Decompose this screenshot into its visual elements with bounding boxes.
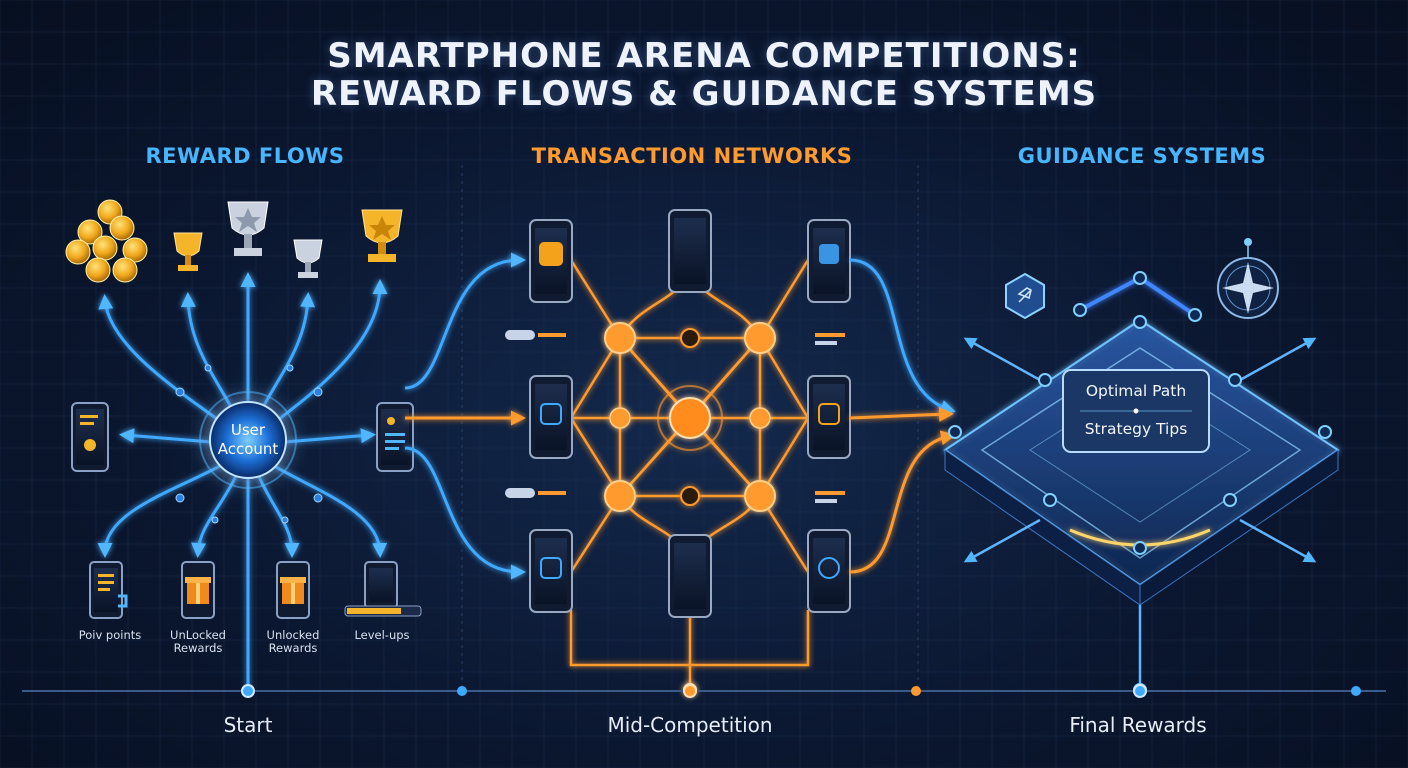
gold-star-trophy-icon bbox=[361, 209, 403, 262]
gift-phone-icon-2 bbox=[276, 561, 310, 619]
reward-item-unlocked-1-line-2: Rewards bbox=[173, 641, 223, 655]
guidance-strategy-tips: Strategy Tips bbox=[1084, 420, 1188, 438]
hub-label-line-2: Account bbox=[217, 440, 279, 458]
timeline-mid-label: Mid-Competition bbox=[607, 713, 773, 737]
network-phones bbox=[529, 209, 851, 618]
gold-trophy-icon bbox=[173, 232, 203, 271]
column-header-reward-flows: REWARD FLOWS bbox=[145, 144, 345, 168]
column-header-transaction-networks: TRANSACTION NETWORKS bbox=[531, 144, 853, 168]
phone-mid-left bbox=[529, 375, 573, 459]
phone-top-right bbox=[807, 219, 851, 303]
reward-item-unlocked-1-line-1: UnLocked bbox=[170, 628, 226, 642]
right-phone-icon bbox=[376, 402, 414, 472]
phone-bottom-left bbox=[529, 529, 573, 613]
phone-top-center bbox=[668, 209, 712, 293]
silver-trophy-icon bbox=[227, 201, 269, 256]
transfer-arrows bbox=[404, 252, 526, 580]
points-phone-icon bbox=[89, 561, 128, 619]
reward-item-level-ups: Level-ups bbox=[337, 629, 427, 642]
guidance-arrows bbox=[849, 258, 956, 574]
guidance-outward-arrows bbox=[963, 337, 1317, 690]
timeline bbox=[22, 684, 1386, 698]
timeline-end-label: Final Rewards bbox=[1069, 713, 1207, 737]
compass-icon bbox=[1217, 238, 1279, 319]
reward-item-unlocked-2-line-1: Unlocked bbox=[266, 628, 320, 642]
guidance-nodes bbox=[948, 271, 1332, 697]
reward-item-points-line-1: Poiv points bbox=[78, 628, 142, 642]
reward-item-unlocked-1: UnLocked Rewards bbox=[153, 629, 243, 655]
main-title-line-1: SMARTPHONE ARENA COMPETITIONS: bbox=[327, 36, 1081, 76]
phone-mid-right bbox=[807, 375, 851, 459]
hub-label-line-1: User bbox=[230, 421, 266, 439]
token-bars bbox=[505, 330, 845, 503]
reward-item-level-ups-line-1: Level-ups bbox=[354, 628, 410, 642]
guidance-optimal-path: Optimal Path bbox=[1085, 382, 1187, 400]
transaction-links bbox=[569, 259, 810, 690]
reward-item-unlocked-2: Unlocked Rewards bbox=[248, 629, 338, 655]
silver-cup-icon bbox=[293, 239, 323, 278]
reward-item-unlocked-2-line-2: Rewards bbox=[268, 641, 318, 655]
phone-top-left bbox=[529, 219, 573, 303]
gift-phone-icon bbox=[181, 561, 215, 619]
guidance-platform bbox=[943, 318, 1340, 606]
reward-item-points: Poiv points bbox=[65, 629, 155, 642]
level-up-phone-icon bbox=[344, 561, 422, 617]
hex-badge-icon bbox=[1005, 272, 1045, 320]
left-phone-icon bbox=[71, 402, 109, 472]
phone-bottom-right bbox=[807, 529, 851, 613]
guidance-panel-box bbox=[1062, 369, 1210, 453]
transaction-nodes bbox=[604, 322, 776, 697]
reward-flow-nodes bbox=[175, 364, 323, 524]
hub-label: User Account bbox=[198, 421, 298, 459]
phone-bottom-center bbox=[668, 534, 712, 618]
coin-stack-icon bbox=[65, 199, 148, 283]
user-account-hub bbox=[199, 391, 297, 489]
timeline-start-label: Start bbox=[223, 713, 273, 737]
column-header-guidance-systems: GUIDANCE SYSTEMS bbox=[1017, 144, 1267, 168]
main-title-line-2: REWARD FLOWS & GUIDANCE SYSTEMS bbox=[310, 74, 1098, 114]
